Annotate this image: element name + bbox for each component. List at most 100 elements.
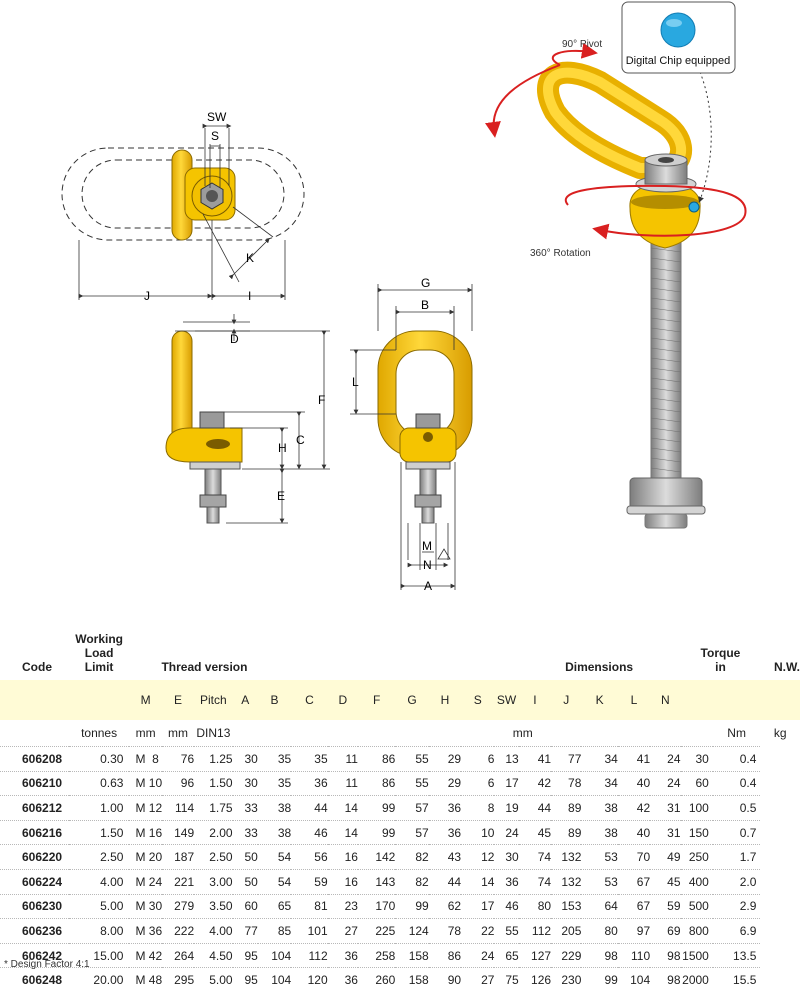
table-cell: 15.5 (712, 967, 761, 992)
table-cell: 24 (650, 770, 681, 796)
table-units-row: tonnes mm mm DIN13 mm Nm kg (81, 726, 787, 741)
table-cell: 153 (551, 893, 582, 919)
code-cell: 606236 (0, 918, 69, 944)
table-cell: 0.5 (712, 795, 761, 821)
table-cell: 76 (161, 746, 195, 772)
label-m: M (422, 539, 432, 553)
table-cell: 120 (291, 967, 328, 992)
table-subheader-row: M E Pitch A B C D F G H S SW I J K L N (0, 680, 800, 720)
table-cell: 46 (291, 819, 328, 845)
table-cell: 1.50 (194, 770, 233, 796)
code-cell: 606220 (0, 844, 69, 870)
table-cell: 82 (395, 844, 429, 870)
table-cell: 59 (291, 868, 328, 895)
table-cell: 99 (357, 795, 396, 821)
table-cell: 14 (461, 868, 495, 895)
table-cell: 99 (581, 967, 618, 992)
table-cell: 0.4 (712, 746, 761, 772)
label-k: K (246, 251, 254, 265)
table-cell: 36 (494, 868, 519, 895)
table-cell: 74 (518, 868, 552, 895)
table-cell: 126 (518, 967, 552, 992)
table-cell: 1.50 (68, 819, 130, 845)
table-cell: 24 (650, 746, 681, 772)
table-cell: M 24 (129, 868, 162, 895)
table-cell: M 36 (129, 918, 162, 944)
label-l: L (352, 375, 359, 389)
table-cell: 205 (551, 918, 582, 944)
table-cell: 42 (518, 770, 552, 796)
table-cell: 82 (395, 868, 429, 895)
table-cell: 27 (461, 967, 495, 992)
table-cell: 104 (617, 967, 651, 992)
table-cell: 264 (161, 942, 195, 968)
table-cell: 74 (518, 844, 552, 870)
table-cell: 24 (494, 819, 519, 845)
table-cell: 150 (680, 819, 713, 845)
table-cell: 112 (291, 942, 328, 968)
table-cell: 44 (518, 795, 552, 821)
table-cell: 6 (461, 770, 495, 796)
table-cell: 86 (357, 746, 396, 772)
label-g: G (421, 276, 430, 290)
table-cell: 500 (680, 893, 713, 919)
table-cell: 11 (327, 746, 358, 772)
col-nw-header: N.W. (774, 660, 800, 674)
table-cell: 1.25 (194, 746, 233, 772)
table-cell: 149 (161, 819, 195, 845)
table-cell: 20.00 (68, 967, 130, 992)
table-cell: 0.30 (68, 746, 130, 772)
table-cell: 2.0 (712, 868, 761, 895)
table-cell: 2000 (680, 967, 713, 992)
table-cell: 98 (650, 967, 681, 992)
table-cell: 8 (461, 795, 495, 821)
table-cell: 81 (291, 893, 328, 919)
code-cell: 606248 (0, 967, 69, 992)
table-cell: 78 (428, 918, 462, 944)
label-s: S (211, 129, 219, 143)
table-cell: 80 (581, 918, 618, 944)
table-cell: 114 (161, 795, 195, 821)
table-cell: 143 (357, 868, 396, 895)
table-cell: 67 (617, 893, 651, 919)
table-cell: 46 (494, 893, 519, 919)
table-cell: 15.00 (68, 942, 130, 968)
front-view: G B L M N A (350, 276, 473, 593)
col-code-header: Code (22, 660, 52, 674)
table-cell: 124 (395, 918, 429, 944)
table-cell: 31 (650, 795, 681, 821)
table-cell: 279 (161, 893, 195, 919)
table-cell: 30 (680, 746, 713, 772)
table-cell: 29 (428, 746, 462, 772)
table-cell: 229 (551, 942, 582, 968)
table-cell: 0.63 (68, 770, 130, 796)
table-cell: 170 (357, 893, 396, 919)
table-cell: 158 (395, 942, 429, 968)
code-cell: 606216 (0, 819, 69, 845)
table-cell: 53 (581, 868, 618, 895)
table-cell: 13 (494, 746, 519, 772)
table-cell: 36 (428, 795, 462, 821)
table-cell: 40 (617, 770, 651, 796)
table-cell: 36 (327, 967, 358, 992)
table-cell: 19 (494, 795, 519, 821)
table-cell: 75 (494, 967, 519, 992)
table-cell: 36 (327, 942, 358, 968)
code-cell: 606224 (0, 868, 69, 895)
table-cell: 0.4 (712, 770, 761, 796)
table-cell: 35 (291, 746, 328, 772)
table-cell: 49 (650, 844, 681, 870)
table-cell: 5.00 (68, 893, 130, 919)
label-f: F (318, 393, 325, 407)
col-thread-header: Thread version (161, 660, 248, 674)
table-cell: 29 (428, 770, 462, 796)
chip-label: Digital Chip equipped (626, 55, 731, 67)
table-cell: 99 (357, 819, 396, 845)
chip-icon (660, 12, 696, 48)
